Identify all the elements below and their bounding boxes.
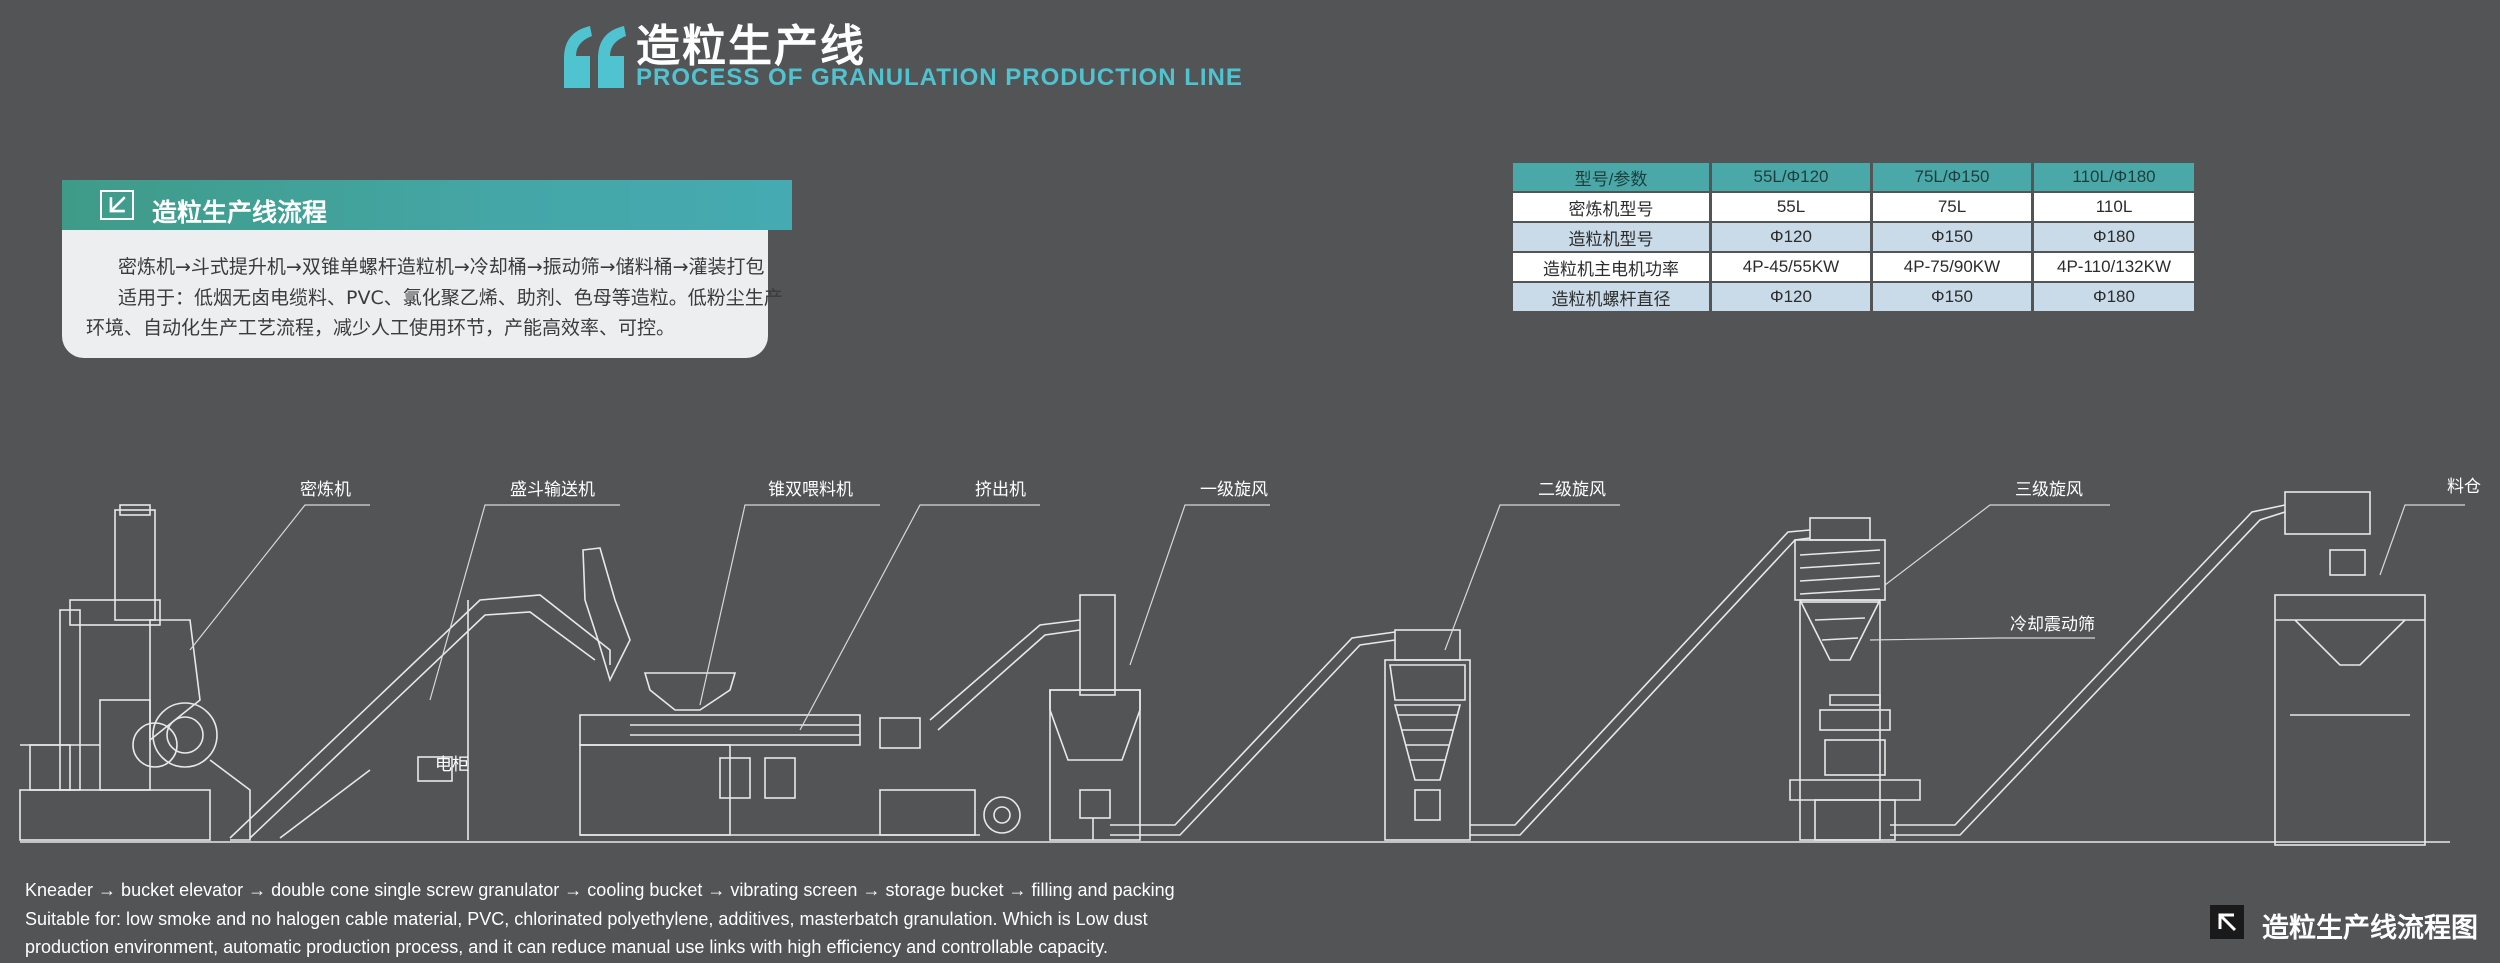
table-cell: 密炼机型号 [1513, 193, 1709, 221]
english-flow-text: Kneader → bucket elevator → double cone … [25, 880, 1175, 900]
arrow-down-icon [100, 190, 134, 220]
production-line-diagram: 电柜 [19, 477, 2481, 846]
process-flow-text: 密炼机→斗式提升机→双锥单螺杆造粒机→冷却桶→振动筛→储料桶→灌装打包 [118, 256, 765, 278]
label-silo: 料仓 [2447, 477, 2481, 497]
process-card-header [62, 180, 792, 230]
label-kneader: 密炼机 [300, 480, 351, 500]
quote-mark-icon [564, 26, 626, 88]
spec-table: 型号/参数 55L/Φ120 75L/Φ150 110L/Φ180 密炼机型号 … [1510, 161, 2197, 313]
table-cell: Φ120 [1712, 283, 1870, 311]
duct-4 [1890, 504, 2286, 836]
english-usage-text: Suitable for: low smoke and no halogen c… [25, 909, 1148, 929]
cabinet-label: 电柜 [435, 755, 469, 775]
bucket-elevator [229, 594, 611, 840]
cyclone-2 [1384, 629, 1471, 841]
table-cell: Φ150 [1873, 223, 2031, 251]
duct-3 [1470, 529, 1811, 836]
label-cyclone-3: 三级旋风 [2015, 480, 2083, 500]
table-row: 造粒机主电机功率 4P-45/55KW 4P-75/90KW 4P-110/13… [1513, 253, 2194, 281]
label-feeder: 锥双喂料机 [768, 480, 853, 500]
table-header-cell: 75L/Φ150 [1873, 163, 2031, 191]
page-title: 造粒生产线 [636, 21, 866, 72]
table-cell: 造粒机螺杆直径 [1513, 283, 1709, 311]
label-cyclone-2: 二级旋风 [1538, 480, 1606, 500]
table-cell: 4P-75/90KW [1873, 253, 2031, 281]
process-card-title: 造粒生产线流程 [152, 198, 328, 227]
table-header-cell: 110L/Φ180 [2034, 163, 2194, 191]
table-cell: Φ180 [2034, 223, 2194, 251]
english-usage-text-cont: production environment, automatic produc… [25, 937, 1108, 957]
process-usage-text-cont: 环境、自动化生产工艺流程，减少人工使用环节，产能高效率、可控。 [86, 317, 676, 339]
label-vibrating-screen: 冷却震动筛 [2010, 615, 2095, 635]
cyclone-3 [1789, 517, 1921, 841]
label-extruder: 挤出机 [975, 480, 1026, 500]
table-header-cell: 55L/Φ120 [1712, 163, 1870, 191]
table-header-row: 型号/参数 55L/Φ120 75L/Φ150 110L/Φ180 [1513, 163, 2194, 191]
table-row: 造粒机型号 Φ120 Φ150 Φ180 [1513, 223, 2194, 251]
label-bucket-elevator: 盛斗输送机 [510, 480, 595, 500]
process-card-body [62, 230, 768, 358]
table-cell: 4P-45/55KW [1712, 253, 1870, 281]
table-cell: 110L [2034, 193, 2194, 221]
table-header-cell: 型号/参数 [1513, 163, 1709, 191]
kneader-machine [19, 504, 251, 841]
table-cell: 75L [1873, 193, 2031, 221]
extruder-machine [579, 547, 1021, 836]
table-row: 造粒机螺杆直径 Φ120 Φ150 Φ180 [1513, 283, 2194, 311]
table-cell: 55L [1712, 193, 1870, 221]
table-cell: Φ180 [2034, 283, 2194, 311]
table-cell: 4P-110/132KW [2034, 253, 2194, 281]
arrow-up-left-icon [2210, 905, 2244, 939]
table-row: 密炼机型号 55L 75L 110L [1513, 193, 2194, 221]
process-usage-text: 适用于：低烟无卤电缆料、PVC、氯化聚乙烯、助剂、色母等造粒。低粉尘生产 [118, 287, 783, 309]
table-cell: 造粒机主电机功率 [1513, 253, 1709, 281]
diagram-title: 造粒生产线流程图 [2262, 913, 2478, 944]
duct-2 [1110, 631, 1396, 836]
leader-lines [189, 504, 2465, 731]
page-subtitle: PROCESS OF GRANULATION PRODUCTION LINE [636, 64, 1243, 91]
table-cell: Φ150 [1873, 283, 2031, 311]
table-cell: 造粒机型号 [1513, 223, 1709, 251]
cyclone-1 [1049, 594, 1141, 841]
table-cell: Φ120 [1712, 223, 1870, 251]
duct-1 [929, 619, 1081, 731]
label-cyclone-1: 一级旋风 [1200, 480, 1268, 500]
silo [2274, 491, 2426, 846]
